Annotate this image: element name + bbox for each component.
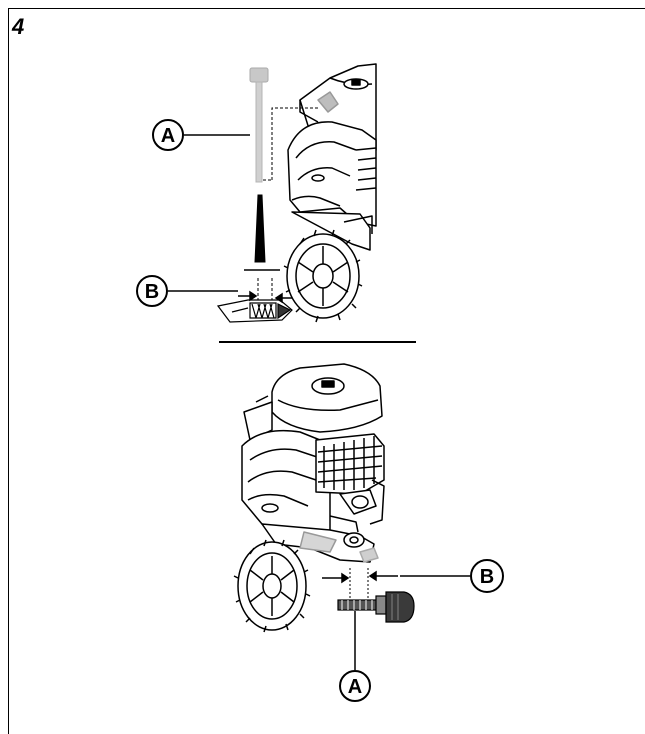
section-divider: [219, 341, 416, 343]
level-arrows-top: [238, 290, 292, 304]
dipstick-end-detail: [216, 299, 293, 323]
callout-b-bottom-label: B: [480, 566, 494, 588]
level-arrows-bottom: [322, 570, 398, 584]
dipstick-level-marker: [244, 194, 280, 271]
bottom-guide-lines: [349, 568, 369, 600]
page-frame-top: [8, 8, 645, 9]
callout-a-top: A: [152, 119, 250, 151]
figure-number: 4: [12, 14, 25, 39]
callout-b-top: B: [136, 275, 238, 307]
callout-b-top-label: B: [145, 281, 159, 303]
dipstick-top: [249, 67, 269, 183]
oil-plug-dipstick: [337, 591, 415, 623]
top-machine-drawing: [283, 63, 377, 323]
bottom-machine-drawing: [233, 363, 385, 633]
callout-a-bottom-label: A: [348, 676, 362, 698]
page-frame-left: [8, 8, 9, 734]
callout-a-bottom: A: [339, 611, 371, 702]
bottom-illustration: B A: [233, 363, 504, 702]
top-illustration: A B: [136, 63, 377, 323]
callout-b-bottom: B: [400, 559, 504, 593]
callout-a-top-label: A: [161, 125, 175, 147]
